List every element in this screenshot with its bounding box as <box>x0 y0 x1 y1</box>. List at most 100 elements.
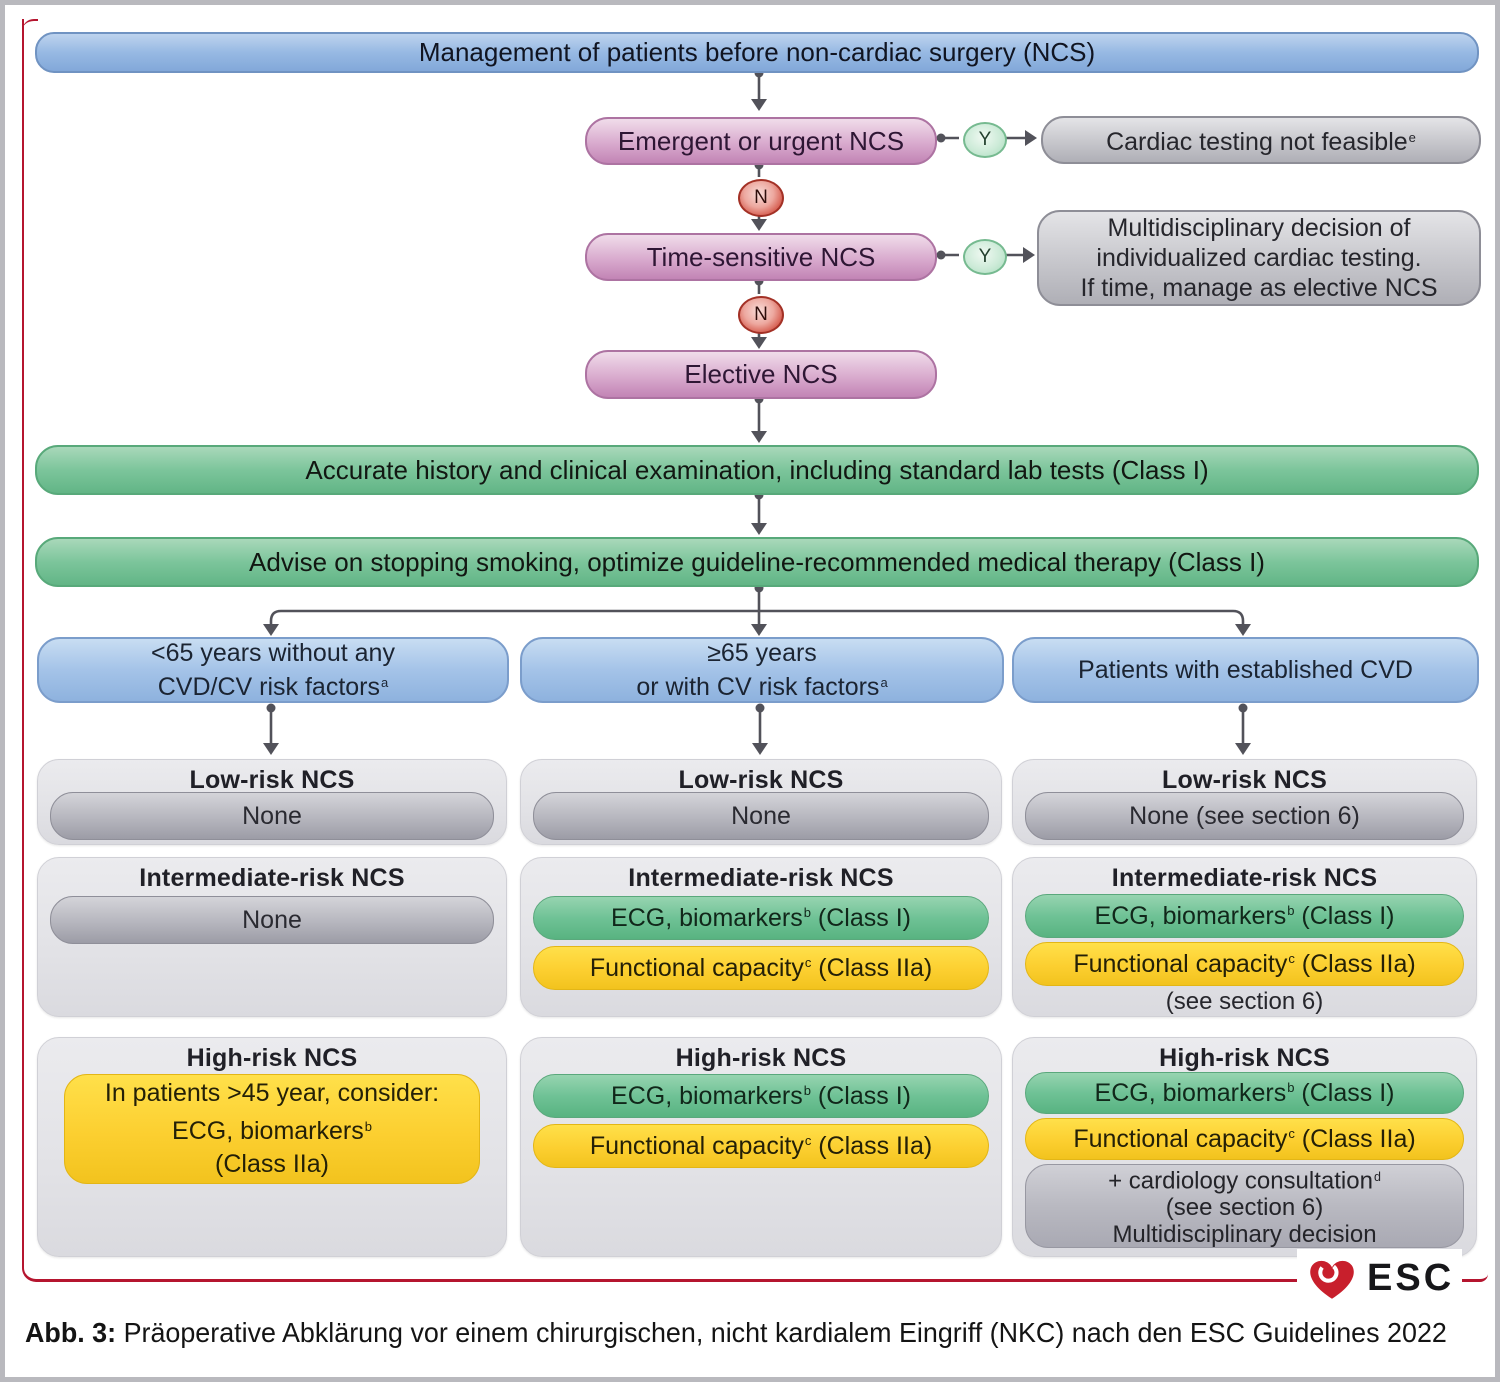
text: Functional capacity <box>1073 949 1288 978</box>
sup: d <box>1373 1169 1381 1184</box>
figure-red-frame-corner <box>22 19 38 33</box>
multidisciplinary-line3: If time, manage as elective NCS <box>1080 274 1438 302</box>
col1-intermediate-none-label: None <box>242 905 302 934</box>
cardiac-testing-not-feasible-label: Cardiac testing not feasiblee <box>1106 123 1416 157</box>
advise-smoking-bar: Advise on stopping smoking, optimize gui… <box>35 537 1479 587</box>
col2-intermediate-ecg-pill: ECG, biomarkersb (Class I) <box>533 896 989 940</box>
col1-high-risk-title: High-risk NCS <box>186 1044 358 1072</box>
category-under65-line2-sup: a <box>381 674 389 690</box>
header-bar-label: Management of patients before non-cardia… <box>418 37 1096 67</box>
col2-low-risk-title: Low-risk NCS <box>678 766 844 794</box>
figure-red-frame <box>22 19 1488 1282</box>
col3-low-risk-panel: Low-risk NCS None (see section 6) <box>1012 759 1477 845</box>
col1-low-risk-none-pill: None <box>50 792 494 840</box>
yes-label: Y <box>978 129 992 150</box>
esc-logo: ESC <box>1297 1249 1463 1307</box>
category-over65-line2-sup: a <box>880 674 888 690</box>
col2-high-risk-panel: High-risk NCS ECG, biomarkersb (Class I)… <box>520 1037 1002 1257</box>
col2-intermediate-title: Intermediate-risk NCS <box>628 864 894 892</box>
col2-intermediate-capacity-pill: Functional capacityc (Class IIa) <box>533 946 989 990</box>
text: ECG, biomarkers <box>611 1081 803 1110</box>
col2-high-risk-title: High-risk NCS <box>675 1044 847 1072</box>
multidisciplinary-line2: individualized cardiac testing. <box>1096 244 1422 272</box>
col1-high-risk-consider-pill: In patients >45 year, consider: ECG, bio… <box>64 1074 480 1184</box>
col1-intermediate-none-pill: None <box>50 896 494 944</box>
not-feasible-text: Cardiac testing not feasible <box>1106 128 1408 157</box>
sup: b <box>803 905 811 921</box>
col3-intermediate-capacity-pill: Functional capacityc (Class IIa) <box>1025 942 1464 986</box>
after: (Class IIa) <box>811 1131 933 1160</box>
col3-low-risk-none-label: None (see section 6) <box>1129 801 1360 830</box>
after: (Class I) <box>1294 901 1395 930</box>
no-badge-emergent: N <box>738 179 784 217</box>
history-examination-bar: Accurate history and clinical examinatio… <box>35 445 1479 495</box>
col3-intermediate-ecg-label: ECG, biomarkersb (Class I) <box>1095 902 1395 931</box>
col3-intermediate-note: (see section 6) <box>1165 988 1324 1015</box>
history-examination-label: Accurate history and clinical examinatio… <box>305 454 1209 485</box>
category-under65-line2-text: CVD/CV risk factors <box>157 673 381 702</box>
col3-intermediate-panel: Intermediate-risk NCS ECG, biomarkersb (… <box>1012 857 1477 1017</box>
text: ECG, biomarkers <box>611 903 803 932</box>
figure-caption-label: Abb. 3: <box>25 1317 117 1348</box>
esc-heart-icon <box>1310 1260 1354 1299</box>
col2-low-risk-panel: Low-risk NCS None <box>520 759 1002 845</box>
col3-high-capacity-label: Functional capacityc (Class IIa) <box>1073 1125 1415 1154</box>
col3-low-risk-none-pill: None (see section 6) <box>1025 792 1464 840</box>
not-feasible-sup: e <box>1408 129 1416 145</box>
category-over65-line1: ≥65 years <box>707 638 817 667</box>
sup: c <box>804 1133 812 1149</box>
col1-intermediate-panel: Intermediate-risk NCS None <box>37 857 507 1017</box>
col3-low-risk-title: Low-risk NCS <box>1162 766 1327 794</box>
sup: b <box>803 1083 811 1099</box>
yes-label: Y <box>978 246 992 267</box>
yes-badge-emergent: Y <box>963 122 1007 158</box>
category-under65-line1: <65 years without any <box>151 638 395 667</box>
col1-high-risk-panel: High-risk NCS In patients >45 year, cons… <box>37 1037 507 1257</box>
header-bar: Management of patients before non-cardia… <box>35 32 1479 73</box>
after: (Class I) <box>810 1081 911 1110</box>
col2-high-capacity-label: Functional capacityc (Class IIa) <box>590 1132 932 1161</box>
col1-low-risk-panel: Low-risk NCS None <box>37 759 507 845</box>
col3-intermediate-capacity-label: Functional capacityc (Class IIa) <box>1073 950 1415 979</box>
time-sensitive-ncs-box: Time-sensitive NCS <box>585 233 937 281</box>
text: + cardiology consultation <box>1108 1167 1373 1195</box>
category-established-cvd-label: Patients with established CVD <box>1078 656 1413 684</box>
sup: c <box>804 955 812 971</box>
sup: c <box>1288 1126 1295 1142</box>
col2-high-ecg-label: ECG, biomarkersb (Class I) <box>611 1082 911 1111</box>
col3-high-gray-line3: Multidisciplinary decision <box>1112 1221 1377 1249</box>
multidisciplinary-line1: Multidisciplinary decision of <box>1107 214 1411 242</box>
yes-badge-time-sensitive: Y <box>963 239 1007 275</box>
after: (Class IIa) <box>811 953 933 982</box>
col1-low-risk-none-label: None <box>242 801 302 830</box>
advise-smoking-label: Advise on stopping smoking, optimize gui… <box>249 546 1265 577</box>
category-under65-line2: CVD/CV risk factorsa <box>158 668 389 702</box>
multidisciplinary-decision-box: Multidisciplinary decision of individual… <box>1037 210 1481 306</box>
cardiac-testing-not-feasible-box: Cardiac testing not feasiblee <box>1041 116 1481 164</box>
col3-high-gray-line1: + cardiology consultationd <box>1108 1164 1381 1195</box>
col3-high-risk-title: High-risk NCS <box>1159 1044 1330 1072</box>
col1-high-line1: In patients >45 year, consider: <box>104 1078 440 1107</box>
text: ECG, biomarkers <box>1094 1078 1287 1107</box>
col1-high-line2: ECG, biomarkersb <box>172 1110 372 1148</box>
col2-low-risk-none-label: None <box>731 801 791 830</box>
after: (Class I) <box>810 903 911 932</box>
elective-ncs-box: Elective NCS <box>585 350 937 399</box>
col3-high-ecg-label: ECG, biomarkersb (Class I) <box>1095 1079 1395 1108</box>
no-label: N <box>754 187 768 208</box>
no-label: N <box>754 304 768 325</box>
text: ECG, biomarkers <box>172 1117 364 1146</box>
sup: b <box>1287 1080 1295 1096</box>
col2-high-capacity-pill: Functional capacityc (Class IIa) <box>533 1124 989 1168</box>
col2-intermediate-panel: Intermediate-risk NCS ECG, biomarkersb (… <box>520 857 1002 1017</box>
emergent-ncs-label: Emergent or urgent NCS <box>617 125 905 156</box>
text: ECG, biomarkers <box>1094 901 1287 930</box>
col2-intermediate-capacity-label: Functional capacityc (Class IIa) <box>590 954 932 983</box>
sup: c <box>1288 951 1295 967</box>
col3-intermediate-title: Intermediate-risk NCS <box>1111 864 1378 892</box>
sup: b <box>364 1118 372 1134</box>
col2-intermediate-ecg-label: ECG, biomarkersb (Class I) <box>611 904 911 933</box>
col1-intermediate-title: Intermediate-risk NCS <box>139 864 405 892</box>
category-over65-box: ≥65 years or with CV risk factorsa <box>520 637 1004 703</box>
